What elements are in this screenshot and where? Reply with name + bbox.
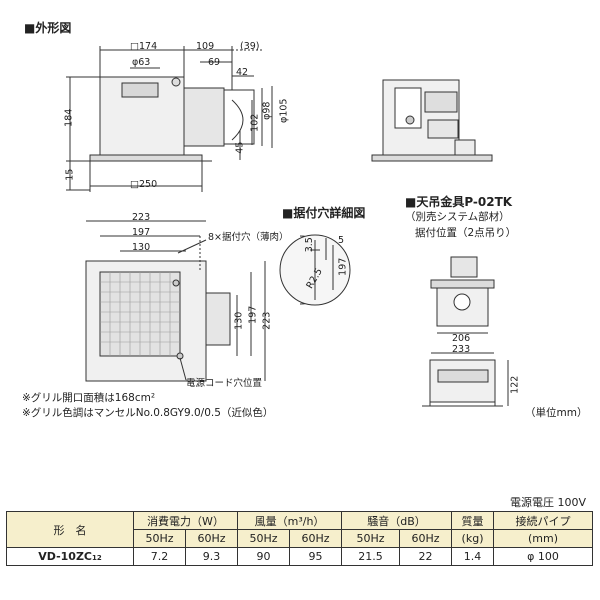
dim-phi63: φ63 <box>132 57 151 68</box>
header-model: 形 名 <box>6 511 134 548</box>
spec-table: 形 名 消費電力（W） 風量（m³/h） 騒音（dB） 質量 接続パイプ 50H… <box>6 511 594 566</box>
freq-cell: 50Hz <box>237 529 291 548</box>
dim-v223: 223 <box>261 311 273 330</box>
model-suffix: 12 <box>92 554 102 562</box>
dim-v130: 130 <box>233 311 245 330</box>
dim-3-5: 3.5 <box>303 237 315 253</box>
cell-mass: 1.4 <box>451 547 495 566</box>
dim-184: 184 <box>63 108 75 127</box>
cell-power-60: 9.3 <box>184 547 239 566</box>
dim-250: □250 <box>130 179 158 190</box>
note-grille-area: ※グリル開口面積は168cm² <box>22 392 156 404</box>
header-mass: 質量 <box>451 511 495 530</box>
hanger-position: 据付位置（2点吊り） <box>415 227 517 239</box>
header-power: 消費電力（W） <box>132 511 239 530</box>
dim-206: 206 <box>452 333 471 344</box>
voltage-label: 電源電圧 100V <box>509 496 586 509</box>
header-airflow: 風量（m³/h） <box>237 511 343 530</box>
note-grille-color: ※グリル色調はマンセルNo.0.8GY9.0/0.5（近似色） <box>22 407 274 419</box>
mount-detail-drawing <box>279 234 351 306</box>
cell-air-50: 90 <box>237 547 291 566</box>
dim-45: 45 <box>234 141 246 154</box>
cell-pipe: φ 100 <box>493 547 594 566</box>
dim-39: (39) <box>240 41 260 52</box>
freq-cell: 50Hz <box>341 529 401 548</box>
cord-hole-label: 電源コード穴位置 <box>186 378 263 389</box>
header-mass-unit: (kg) <box>451 529 495 548</box>
exterior-title: ■外形図 <box>24 21 72 35</box>
table-row: VD-10ZC12 7.2 9.3 90 95 21.5 22 1.4 φ 10… <box>6 547 594 566</box>
dim-bottom-223: 223 <box>132 212 151 223</box>
dim-15: 15 <box>64 168 76 181</box>
cell-noise-50: 21.5 <box>341 547 401 566</box>
dim-69: 69 <box>208 57 221 68</box>
dim-phi105: φ105 <box>278 98 290 123</box>
dim-122: 122 <box>509 375 521 394</box>
header-pipe-unit: (mm) <box>493 529 594 548</box>
table-header-row: 形 名 消費電力（W） 風量（m³/h） 騒音（dB） 質量 接続パイプ <box>6 511 594 548</box>
hanger-drawing <box>422 256 509 407</box>
freq-cell: 50Hz <box>133 529 186 548</box>
cell-air-60: 95 <box>289 547 343 566</box>
front-view-drawing <box>66 46 273 192</box>
model-name: VD-10ZC <box>38 550 93 563</box>
dim-233: 233 <box>452 344 471 355</box>
dim-detail-197: 197 <box>337 257 349 276</box>
dim-174: □174 <box>130 41 158 52</box>
dim-5: 5 <box>338 235 345 246</box>
dim-42: 42 <box>236 67 249 78</box>
mount-detail-title: ■据付穴詳細図 <box>282 206 366 220</box>
unit-label: （単位mm） <box>525 407 588 419</box>
header-noise: 騒音（dB） <box>341 511 453 530</box>
freq-cell: 60Hz <box>289 529 343 548</box>
dim-109: 109 <box>196 41 215 52</box>
dim-bottom-197: 197 <box>132 227 151 238</box>
side-view-drawing <box>371 79 493 162</box>
dim-102: 102 <box>249 113 261 132</box>
freq-cell: 60Hz <box>184 529 239 548</box>
bottom-view-drawing <box>85 220 266 382</box>
hanger-subtitle: （別売システム部材） <box>405 211 510 223</box>
freq-cell: 60Hz <box>399 529 453 548</box>
dim-bottom-130: 130 <box>132 242 151 253</box>
dim-phi98: φ98 <box>261 101 273 120</box>
dim-v197: 197 <box>247 305 259 324</box>
cell-model: VD-10ZC12 <box>6 547 134 566</box>
mount-holes-label: 8×据付穴（薄肉） <box>208 232 289 243</box>
hanger-title: ■天吊金具P-02TK <box>405 195 513 209</box>
table-freq-row: 50Hz 60Hz 50Hz 60Hz 50Hz 60Hz (kg) (mm) <box>7 529 594 548</box>
cell-power-50: 7.2 <box>133 547 186 566</box>
header-pipe: 接続パイプ <box>493 511 594 530</box>
cell-noise-60: 22 <box>399 547 453 566</box>
